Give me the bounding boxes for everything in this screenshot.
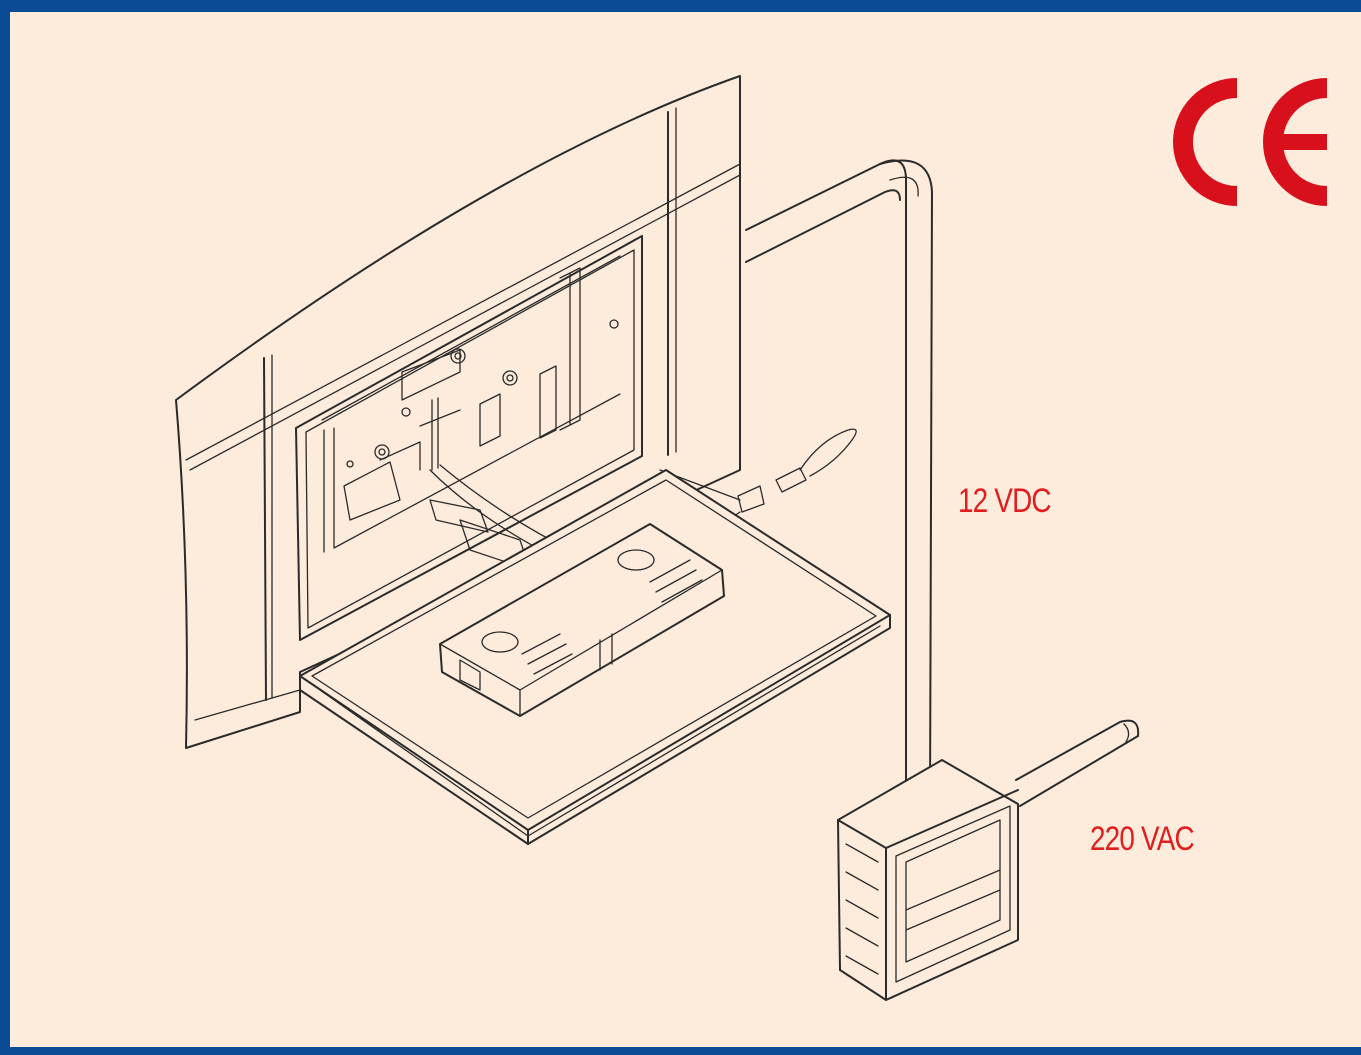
voltage-label-220vac: 220 VAC [1090,820,1195,858]
voltage-label-12vdc: 12 VDC [958,482,1052,520]
junction-box [837,759,1019,1001]
flush-mount-box [295,235,643,641]
ce-mark-icon [1173,78,1328,206]
power-supply-module [439,523,725,717]
conduit-220v [1015,719,1140,807]
conduit-12v [745,159,933,805]
